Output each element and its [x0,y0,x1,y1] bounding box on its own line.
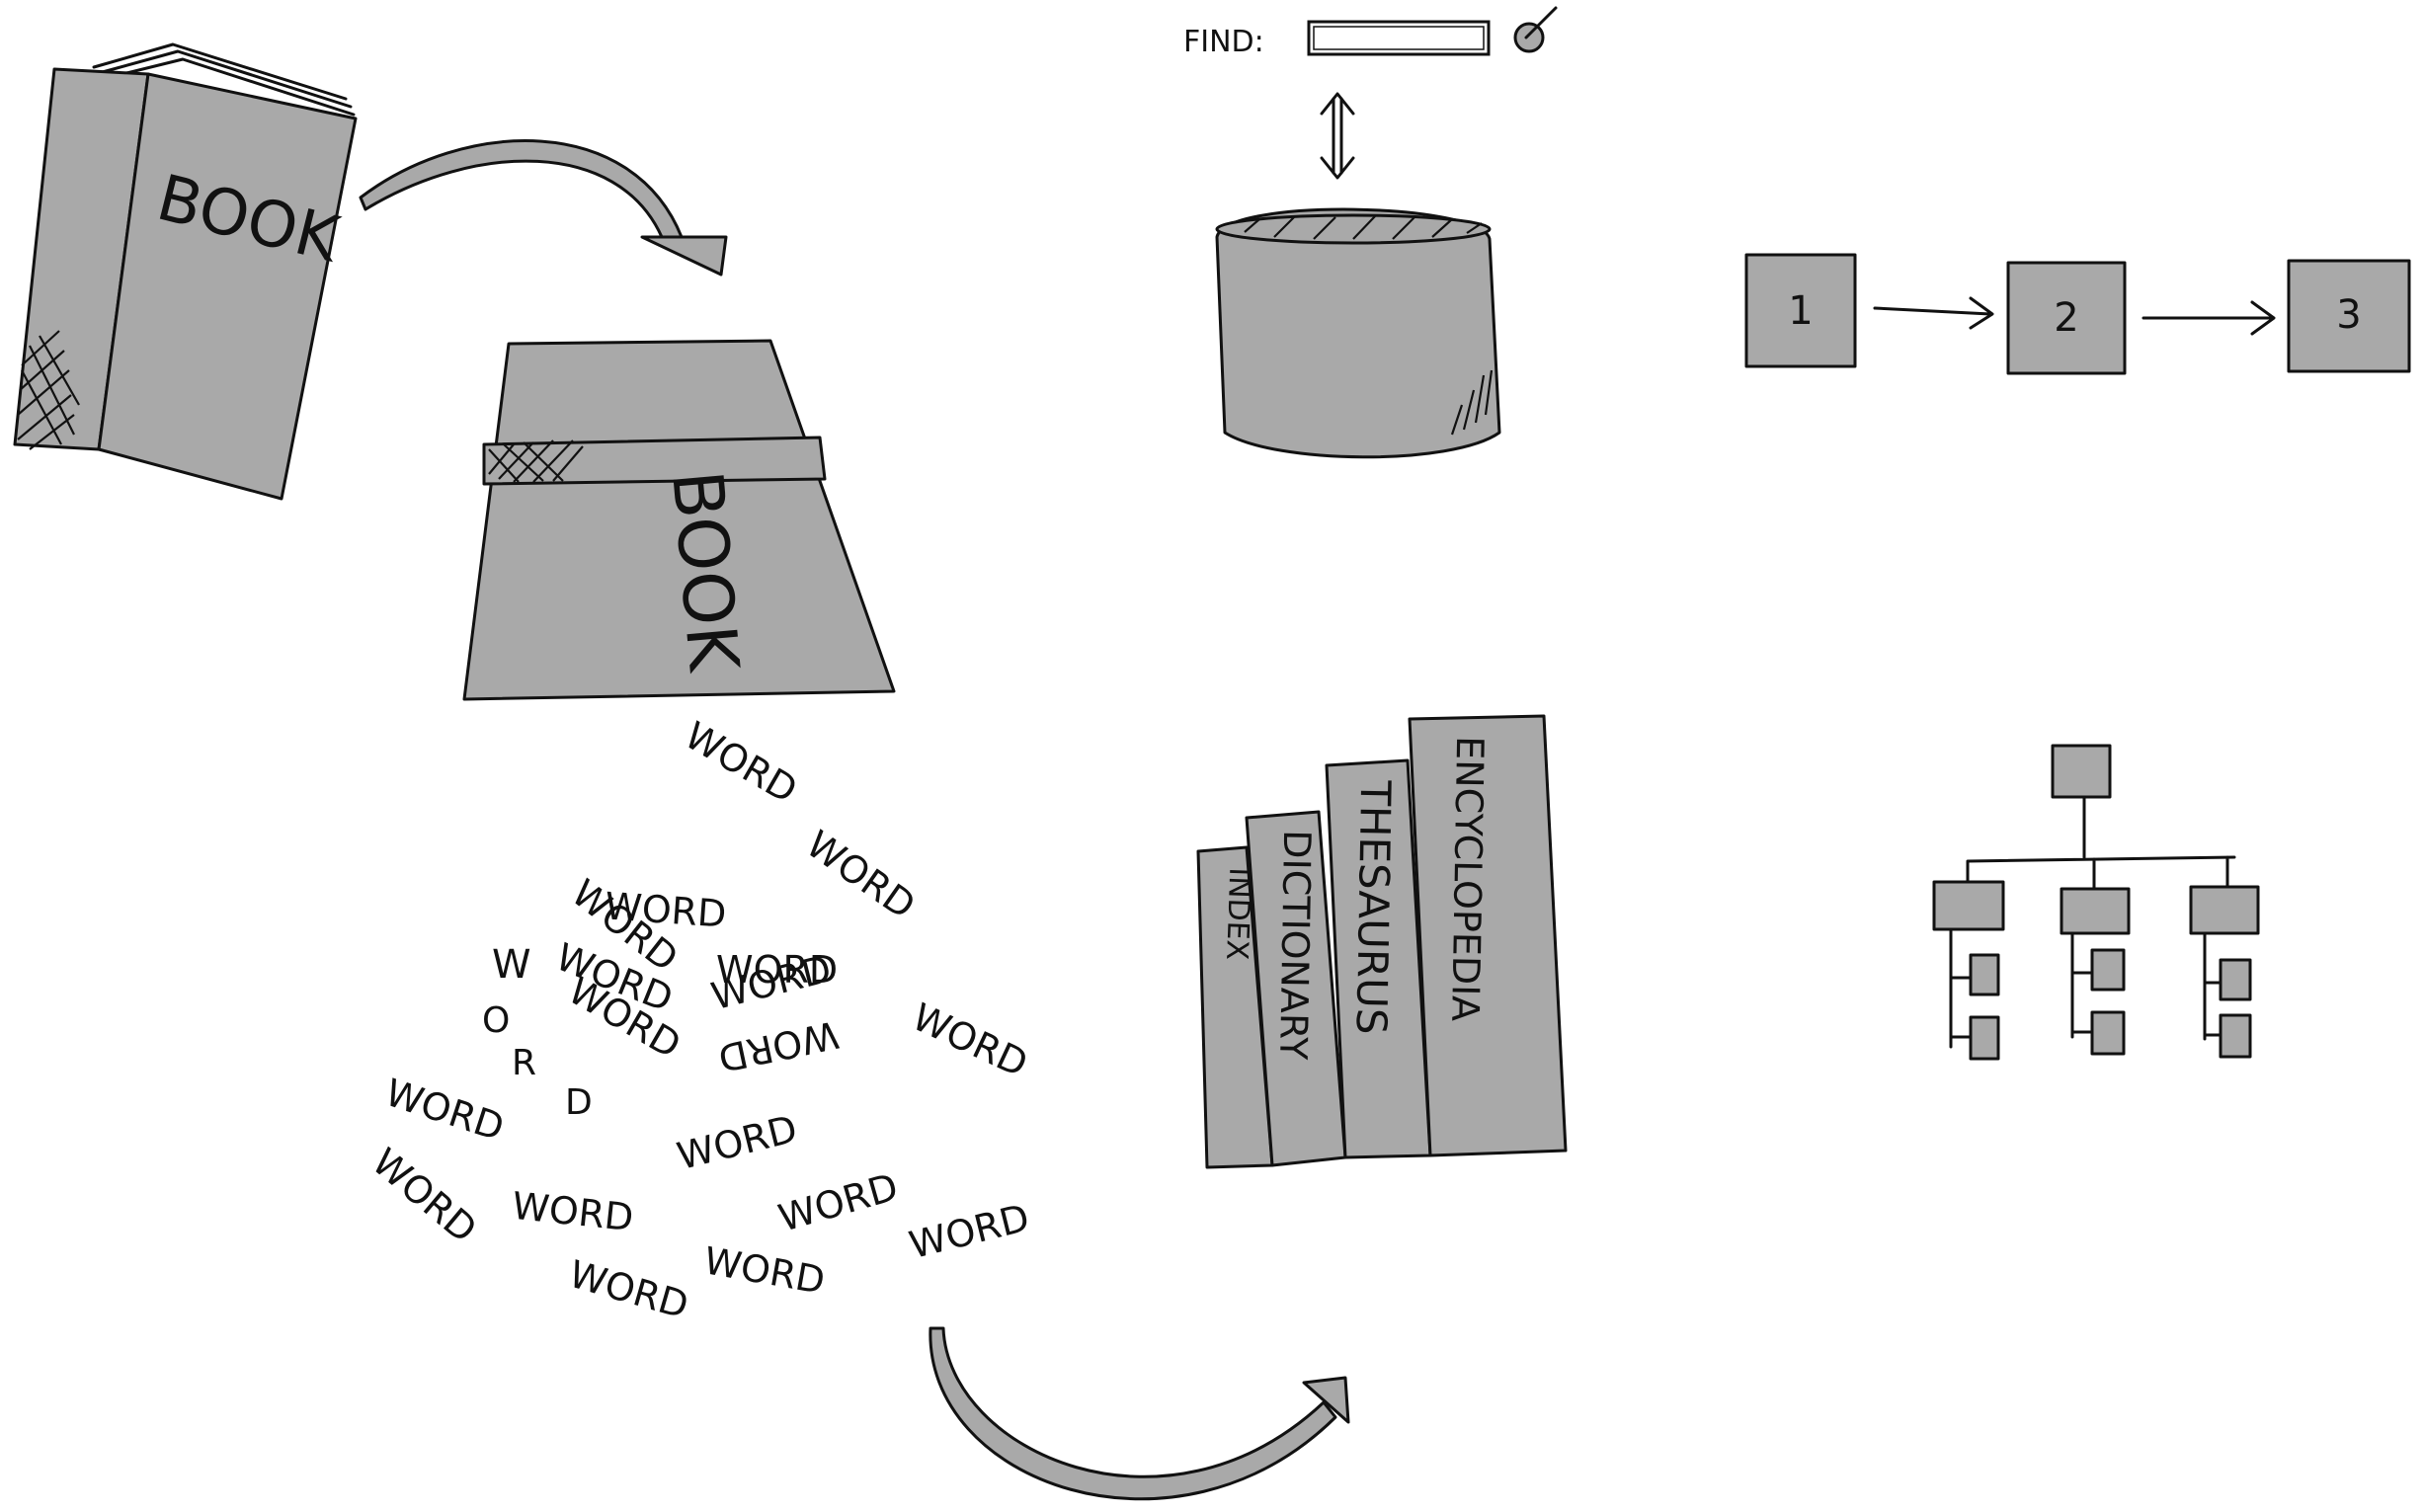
vertical-word-letter: R [512,1043,536,1083]
tree-leaf-node [2219,958,2252,1001]
tree-root-node [2051,744,2112,799]
vertical-word-letter: O [482,1000,510,1041]
dictionary-label: DICTIONARY [1271,830,1319,1061]
word-text: WORD [773,1165,903,1240]
search-section: FIND: [1183,6,1558,459]
word-text: WORD [905,1196,1033,1267]
linear-sequence: 1 2 3 [1744,253,2411,375]
word-text: WORD [604,884,728,935]
word-text: WORD [906,995,1034,1085]
word-text: WORD [798,822,923,927]
word-text: WORD [564,1252,693,1327]
word-text: WORD [673,1107,801,1178]
scattered-words: WORD WORD WORD WORD WORD WORD WORD WORD … [364,713,1034,1327]
search-button-icon [1513,6,1558,53]
tree-node [2189,885,2260,935]
reference-books: INDEX DICTIONARY THESAURUS ENCYCLOPEDIA [1196,714,1568,1169]
arrow-right-icon [1873,296,1994,330]
vertical-word-letter: W [492,942,531,988]
book-spine-view: BOOK [462,339,896,701]
sequence-box [1744,253,1857,368]
tree-node [2060,887,2131,935]
open-book: BOOK [13,42,358,501]
find-label: FIND: [1183,25,1264,59]
word-text: WORD [364,1140,485,1251]
word-text: WORD [716,948,838,992]
word-text: WORD [510,1184,635,1240]
sequence-label: 3 [2336,292,2361,338]
sequence-label: 1 [1788,288,1813,334]
sequence-box [2006,261,2127,375]
arrow-right-icon [2141,300,2276,336]
tree-leaf-node [1969,953,2000,996]
index-label: INDEX [1219,867,1256,961]
word-text: WORD [678,713,805,812]
double-arrow-icon [1320,92,1355,180]
vertical-word-letter: D [565,1082,593,1123]
database-icon [1215,207,1501,459]
curved-arrow-icon [359,139,728,277]
encyclopedia-label: ENCYCLOPEDIA [1443,736,1492,1022]
tree-leaf-node [1969,1015,2000,1061]
sequence-label: 2 [2054,295,2078,341]
curved-arrow-icon [929,1326,1350,1501]
thesaurus-label: THESAURUS [1347,779,1401,1035]
word-text: WORD [714,1012,843,1080]
word-text: WORD [700,1238,828,1303]
tree-leaf-node [2090,948,2126,992]
tree-leaf-node [2090,1010,2126,1056]
sequence-box [2287,259,2411,373]
tree-node [1932,880,2005,931]
tree-leaf-node [2219,1013,2252,1059]
word-text: WORD [380,1071,510,1150]
hierarchy-tree [1932,744,2260,1061]
book-spine-label: BOOK [656,467,755,676]
